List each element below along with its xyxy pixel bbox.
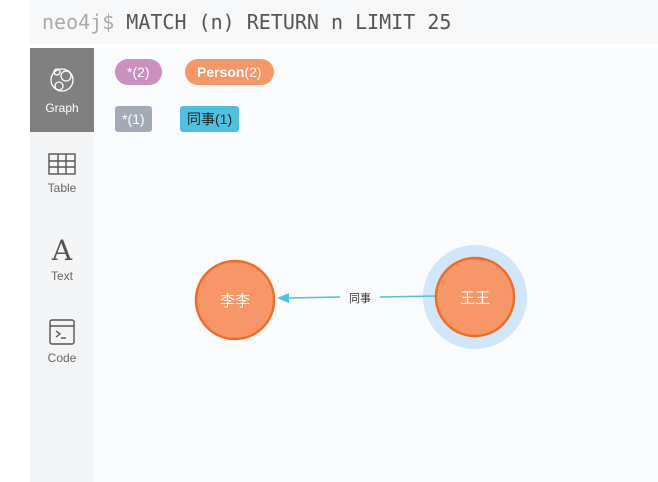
relationship-line[interactable] [287, 296, 341, 299]
label-name: Person [197, 64, 245, 80]
node-label: 王王 [460, 290, 490, 307]
query-text: MATCH (n) RETURN n LIMIT 25 [126, 10, 452, 34]
text-icon: A [51, 233, 73, 267]
label-person-pill[interactable]: Person(2) [185, 59, 274, 85]
nav-label: Graph [45, 101, 79, 115]
nav-label: Code [47, 351, 77, 365]
graph-view: *(2) Person(2) *(1) 同事(1) [94, 48, 658, 482]
view-sidebar: Graph Table A Text Code [30, 48, 94, 482]
relationship-label: 同事 [349, 292, 371, 305]
node-lili[interactable] [194, 259, 276, 341]
nav-label: Text [50, 268, 73, 283]
rel-type-tag[interactable]: 同事(1) [180, 106, 240, 132]
table-icon [48, 153, 76, 175]
arrow-head-icon [277, 293, 289, 303]
nav-text[interactable]: A Text [30, 216, 94, 300]
query-editor[interactable]: neo4j$ MATCH (n) RETURN n LIMIT 25 [30, 0, 658, 44]
label-count: (2) [244, 64, 262, 80]
query-prompt: neo4j$ [42, 10, 115, 34]
label-all-pill[interactable]: *(2) [115, 59, 162, 85]
node-wangwang[interactable] [434, 256, 516, 338]
nav-graph[interactable]: Graph [30, 48, 94, 132]
rel-all-tag[interactable]: *(1) [115, 106, 152, 132]
nav-code[interactable]: Code [30, 300, 94, 384]
code-icon [49, 319, 75, 345]
relationship-line[interactable] [379, 295, 436, 298]
nav-table[interactable]: Table [30, 132, 94, 216]
node-label: 李李 [220, 293, 250, 310]
graph-icon [50, 68, 74, 92]
nav-label: Table [47, 181, 77, 195]
